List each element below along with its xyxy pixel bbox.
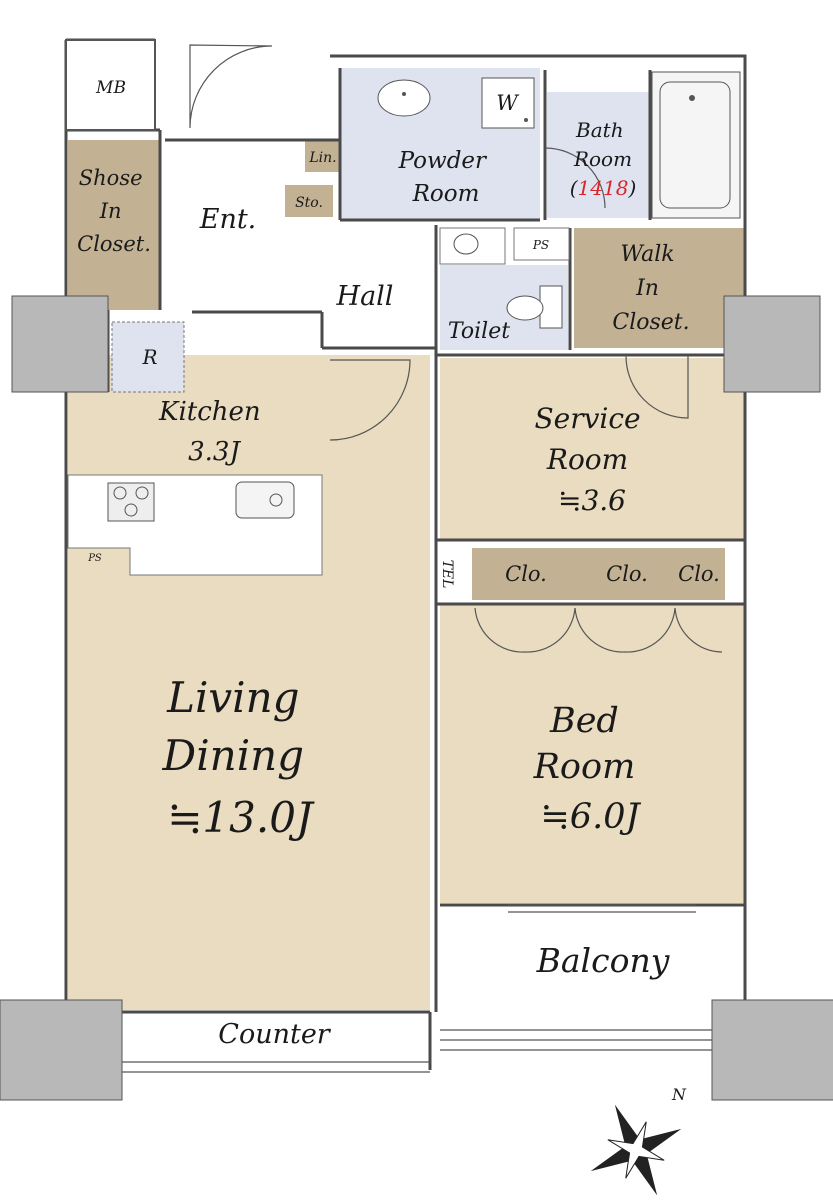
closet-fill-1 <box>472 548 575 600</box>
bed-room-label: Bed Room ≒6.0J <box>533 701 647 837</box>
kitchen-label-line-2: 3.3J <box>188 437 241 467</box>
bath-room-label-line-2: Room <box>573 147 632 171</box>
bed-room-label-line-1: Bed <box>549 701 619 741</box>
washing-machine-icon <box>481 77 535 129</box>
stove-icon <box>107 482 155 522</box>
closet-label-3: Clo. <box>678 562 720 586</box>
compass-rose-icon <box>590 1104 682 1196</box>
bath-door[interactable] <box>544 147 606 209</box>
shoe-closet-label: Shose In Closet. <box>77 166 151 256</box>
linen-fill <box>305 140 340 172</box>
bath-size-close-paren: ) <box>627 176 636 200</box>
hall-door[interactable] <box>329 359 411 441</box>
mb-label: MB <box>95 78 126 98</box>
bed-room-label-line-3: ≒6.0J <box>540 797 641 837</box>
washer-label: W <box>496 91 520 115</box>
living-dining-label-line-3: ≒13.0J <box>167 793 315 842</box>
compass-north-label: N <box>671 1085 687 1104</box>
tel-label: TEL <box>439 560 455 589</box>
bed-room-floor <box>440 605 744 903</box>
linen-label: Lin. <box>308 150 336 166</box>
walk-in-closet-label-line-3: Closet. <box>612 310 689 335</box>
bath-room-floor <box>547 92 650 218</box>
bath-room-label-line-1: Bath <box>575 118 624 142</box>
bath-size-open-paren: ( <box>570 176 579 200</box>
hall-label: Hall <box>336 281 394 312</box>
refrigerator-label: R <box>141 345 157 369</box>
service-room-label-line-2: Room <box>546 443 628 476</box>
toilet-sink-icon <box>439 227 506 265</box>
service-room-label-line-3: ≒3.6 <box>558 484 626 517</box>
powder-room-label-line-1: Powder <box>398 148 488 174</box>
balcony-label: Balcony <box>536 941 670 980</box>
bathtub-icon <box>651 71 741 219</box>
walk-in-closet-label: Walk In Closet. <box>612 242 689 335</box>
bath-size-label: (1418) <box>570 176 637 200</box>
service-room-floor <box>440 358 744 540</box>
closet-fill-3 <box>673 548 725 600</box>
ps-upper-box <box>513 227 570 261</box>
kitchen-label-line-1: Kitchen <box>158 397 261 427</box>
service-room-label-line-1: Service <box>534 402 640 435</box>
entrance-label: Ent. <box>199 204 257 235</box>
shoe-closet-label-line-1: Shose <box>79 166 143 190</box>
closet-fill-2 <box>575 548 673 600</box>
living-dining-label-line-2: Dining <box>162 731 305 780</box>
storage-label: Sto. <box>295 195 323 211</box>
pillar-bottom-right <box>711 999 833 1101</box>
closet-label-2: Clo. <box>606 562 648 586</box>
ps-lower-label: PS <box>87 553 102 564</box>
toilet-bowl-icon <box>506 285 563 329</box>
bath-size-number: 1418 <box>578 176 629 200</box>
refrigerator-space <box>111 321 185 393</box>
ps-upper-label: PS <box>532 238 549 252</box>
counter-label: Counter <box>218 1019 332 1050</box>
walk-in-closet-fill <box>574 228 744 348</box>
bath-room-label: Bath Room <box>573 118 632 171</box>
powder-room-label: Powder Room <box>398 148 494 207</box>
kitchen-sink-icon <box>235 481 295 519</box>
closet-label-1: Clo. <box>505 562 547 586</box>
living-dining-label-line-1: Living <box>166 673 299 722</box>
walk-in-closet-label-line-1: Walk <box>620 242 674 267</box>
mb-box <box>65 39 156 131</box>
closet-doors[interactable] <box>474 607 723 653</box>
bed-room-label-line-2: Room <box>533 747 636 787</box>
service-room-label: Service Room ≒3.6 <box>534 402 649 517</box>
pillar-top-right <box>723 295 821 393</box>
walk-in-closet-label-line-2: In <box>635 276 659 301</box>
washbasin-icon <box>377 79 431 117</box>
living-dining-label: Living Dining ≒13.0J <box>162 673 318 842</box>
powder-room-label-line-2: Room <box>412 181 480 207</box>
entrance-door[interactable] <box>189 44 273 129</box>
pillar-top-left <box>11 295 109 393</box>
toilet-label: Toilet <box>448 319 510 344</box>
shoe-closet-label-line-2: In <box>99 199 122 223</box>
window-strips <box>122 904 712 1073</box>
pillar-bottom-left <box>0 999 123 1101</box>
shoe-closet-label-line-3: Closet. <box>77 232 151 256</box>
living-dining-floor <box>68 355 430 1010</box>
walk-in-closet-door[interactable] <box>625 354 689 419</box>
storage-fill <box>285 185 333 217</box>
kitchen-label: Kitchen 3.3J <box>158 397 269 467</box>
shoe-closet-fill <box>68 140 160 310</box>
